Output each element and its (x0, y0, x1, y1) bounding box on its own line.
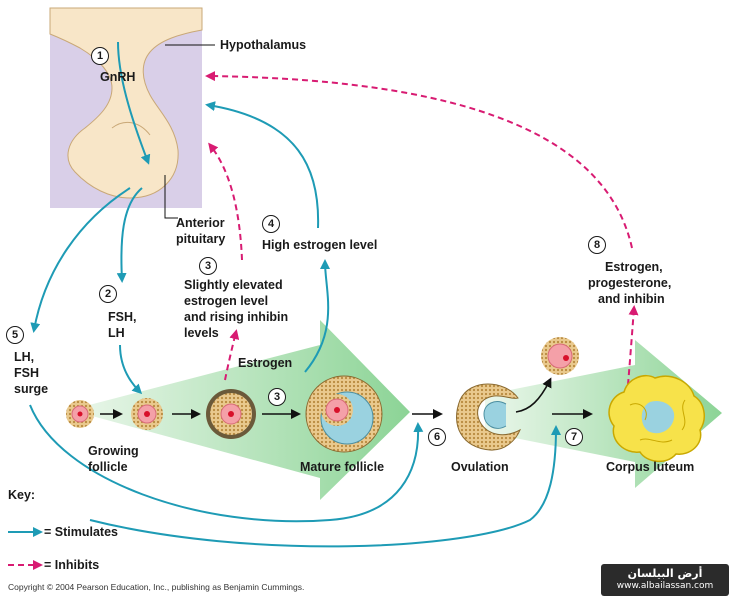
step-8-badge: 8 (588, 236, 606, 254)
step-5-badge: 5 (6, 326, 24, 344)
watermark-arabic: أرض البيلسان (627, 567, 703, 580)
secondary-follicle (206, 389, 256, 439)
step-4-badge: 4 (262, 215, 280, 233)
ovulation-label: Ovulation (451, 460, 509, 474)
estrogen-progesterone-label-2: progesterone, (588, 276, 672, 290)
hypothalamus-label: Hypothalamus (220, 38, 307, 52)
growing-follicle (131, 398, 163, 430)
ruptured-follicle (456, 383, 521, 451)
growing-follicle-label-2: follicle (88, 460, 128, 474)
step-3-badge-top: 3 (199, 257, 217, 275)
released-oocyte (541, 337, 579, 375)
watermark-url: www.albailassan.com (616, 581, 714, 591)
key-title: Key: (8, 488, 36, 502)
progression-arrows (100, 377, 593, 419)
watermark: أرض البيلسان www.albailassan.com (601, 564, 729, 596)
gnrh-label: GnRH (100, 70, 136, 84)
slightly-elevated-label-2: estrogen level (184, 294, 269, 308)
estrogen-progesterone-label-3: and inhibin (598, 292, 665, 306)
lh-fsh-surge-label-3: surge (14, 382, 49, 396)
key-inhibits-label: = Inhibits (44, 558, 100, 572)
corpus-luteum-label: Corpus luteum (606, 460, 695, 474)
estrogen-progesterone-label-1: Estrogen, (605, 260, 663, 274)
step-6-badge: 6 (428, 428, 446, 446)
fsh-lh-label-1: FSH, (108, 310, 137, 324)
primary-follicle (66, 400, 94, 428)
slightly-elevated-label-1: Slightly elevated (184, 278, 283, 292)
step-3-badge-follicle: 3 (268, 388, 286, 406)
slightly-elevated-label-3: and rising inhibin (184, 310, 289, 324)
mature-follicle-graphic (305, 375, 383, 453)
mature-follicle-label: Mature follicle (300, 460, 385, 474)
step-1-badge: 1 (91, 47, 109, 65)
inhibit-arrows (205, 71, 639, 386)
pituitary-pointer (164, 175, 178, 219)
stimulate-arrows (29, 41, 561, 548)
lh-fsh-surge-label-2: FSH (14, 366, 39, 380)
slightly-elevated-label-4: levels (184, 326, 219, 340)
corpus-luteum-graphic (608, 374, 706, 463)
step-2-badge: 2 (99, 285, 117, 303)
lh-fsh-surge-label-1: LH, (14, 350, 35, 364)
high-estrogen-label: High estrogen level (262, 238, 378, 252)
copyright-text: Copyright © 2004 Pearson Education, Inc.… (8, 582, 305, 592)
estrogen-label: Estrogen (238, 356, 293, 370)
anterior-pituitary-label-2: pituitary (176, 232, 226, 246)
growing-follicle-label-1: Growing (88, 444, 139, 458)
fsh-lh-label-2: LH (108, 326, 125, 340)
anterior-pituitary-label-1: Anterior (176, 216, 225, 230)
key-stimulates-label: = Stimulates (44, 525, 118, 539)
step-7-badge: 7 (565, 428, 583, 446)
brain-panel (49, 7, 203, 208)
